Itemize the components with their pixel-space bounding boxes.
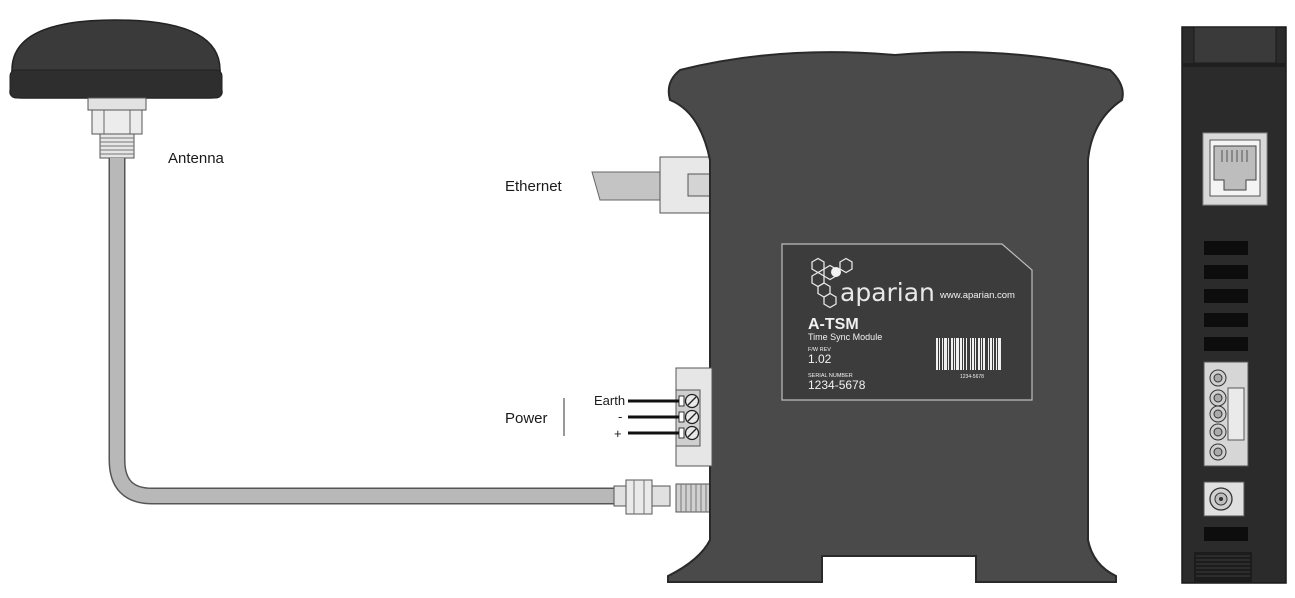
barcode-bar — [970, 338, 971, 370]
barcode-bar — [944, 338, 947, 370]
barcode-bar — [981, 338, 982, 370]
firmware-value: 1.02 — [808, 352, 832, 366]
barcode-bar — [966, 338, 967, 370]
serial-value: 1234-5678 — [808, 378, 866, 392]
sma-connector — [613, 479, 671, 515]
barcode-bar — [956, 338, 959, 370]
barcode-bar — [948, 338, 949, 370]
antenna-base — [87, 97, 147, 111]
barcode-bar — [972, 338, 974, 370]
ethernet-label: Ethernet — [505, 178, 563, 195]
rj45-port-icon — [1202, 132, 1268, 206]
barcode-bar — [954, 338, 955, 370]
antenna-dome-rim — [9, 69, 223, 99]
terminal-screw-minus — [678, 409, 700, 425]
antenna: Antenna — [9, 19, 225, 167]
side-sma-connector-icon — [1203, 481, 1245, 517]
antenna-label: Antenna — [168, 150, 225, 167]
module-front-view: aparian www.aparian.com A-TSM Time Sync … — [628, 51, 1124, 583]
antenna-nut — [91, 109, 143, 135]
barcode-bar — [990, 338, 992, 370]
brand-website: www.aparian.com — [939, 290, 1015, 301]
aparian-logo-dot — [831, 267, 841, 277]
barcode-text: 1234-5678 — [960, 374, 984, 380]
firmware-caption: F/W REV — [808, 347, 831, 353]
module-side-view — [1181, 26, 1287, 584]
barcode-bar — [983, 338, 985, 370]
barcode-bar — [978, 338, 980, 370]
barcode-bar — [960, 338, 962, 370]
terminal-label-earth: Earth — [594, 393, 625, 408]
side-bottom-grip — [1194, 552, 1252, 582]
terminal-label-minus: - — [618, 409, 622, 424]
model-description: Time Sync Module — [808, 332, 882, 342]
terminal-screw-earth — [678, 393, 700, 409]
barcode-bar — [936, 338, 938, 370]
model-name: A-TSM — [808, 316, 859, 333]
barcode-bar — [942, 338, 943, 370]
barcode-bar — [963, 338, 964, 370]
antenna-cable-fill — [110, 158, 626, 503]
terminal-screw-plus — [678, 425, 700, 441]
barcode — [936, 338, 1001, 370]
device-label-panel — [781, 243, 1033, 401]
barcode-bar — [939, 338, 940, 370]
barcode-bar — [951, 338, 953, 370]
barcode-bar — [998, 338, 1001, 370]
power-terminal-block — [675, 367, 713, 467]
ethernet-cable — [591, 156, 715, 214]
barcode-bar — [988, 338, 989, 370]
side-terminal-block — [1203, 361, 1249, 467]
serial-caption: SERIAL NUMBER — [808, 373, 853, 379]
barcode-bar — [975, 338, 976, 370]
power-label: Power — [505, 410, 548, 427]
barcode-bar — [996, 338, 997, 370]
vent-slots — [1204, 241, 1248, 351]
antenna-cable — [108, 158, 626, 505]
barcode-bar — [993, 338, 994, 370]
terminal-label-plus: + — [614, 426, 622, 441]
brand-name: aparian — [840, 278, 935, 307]
